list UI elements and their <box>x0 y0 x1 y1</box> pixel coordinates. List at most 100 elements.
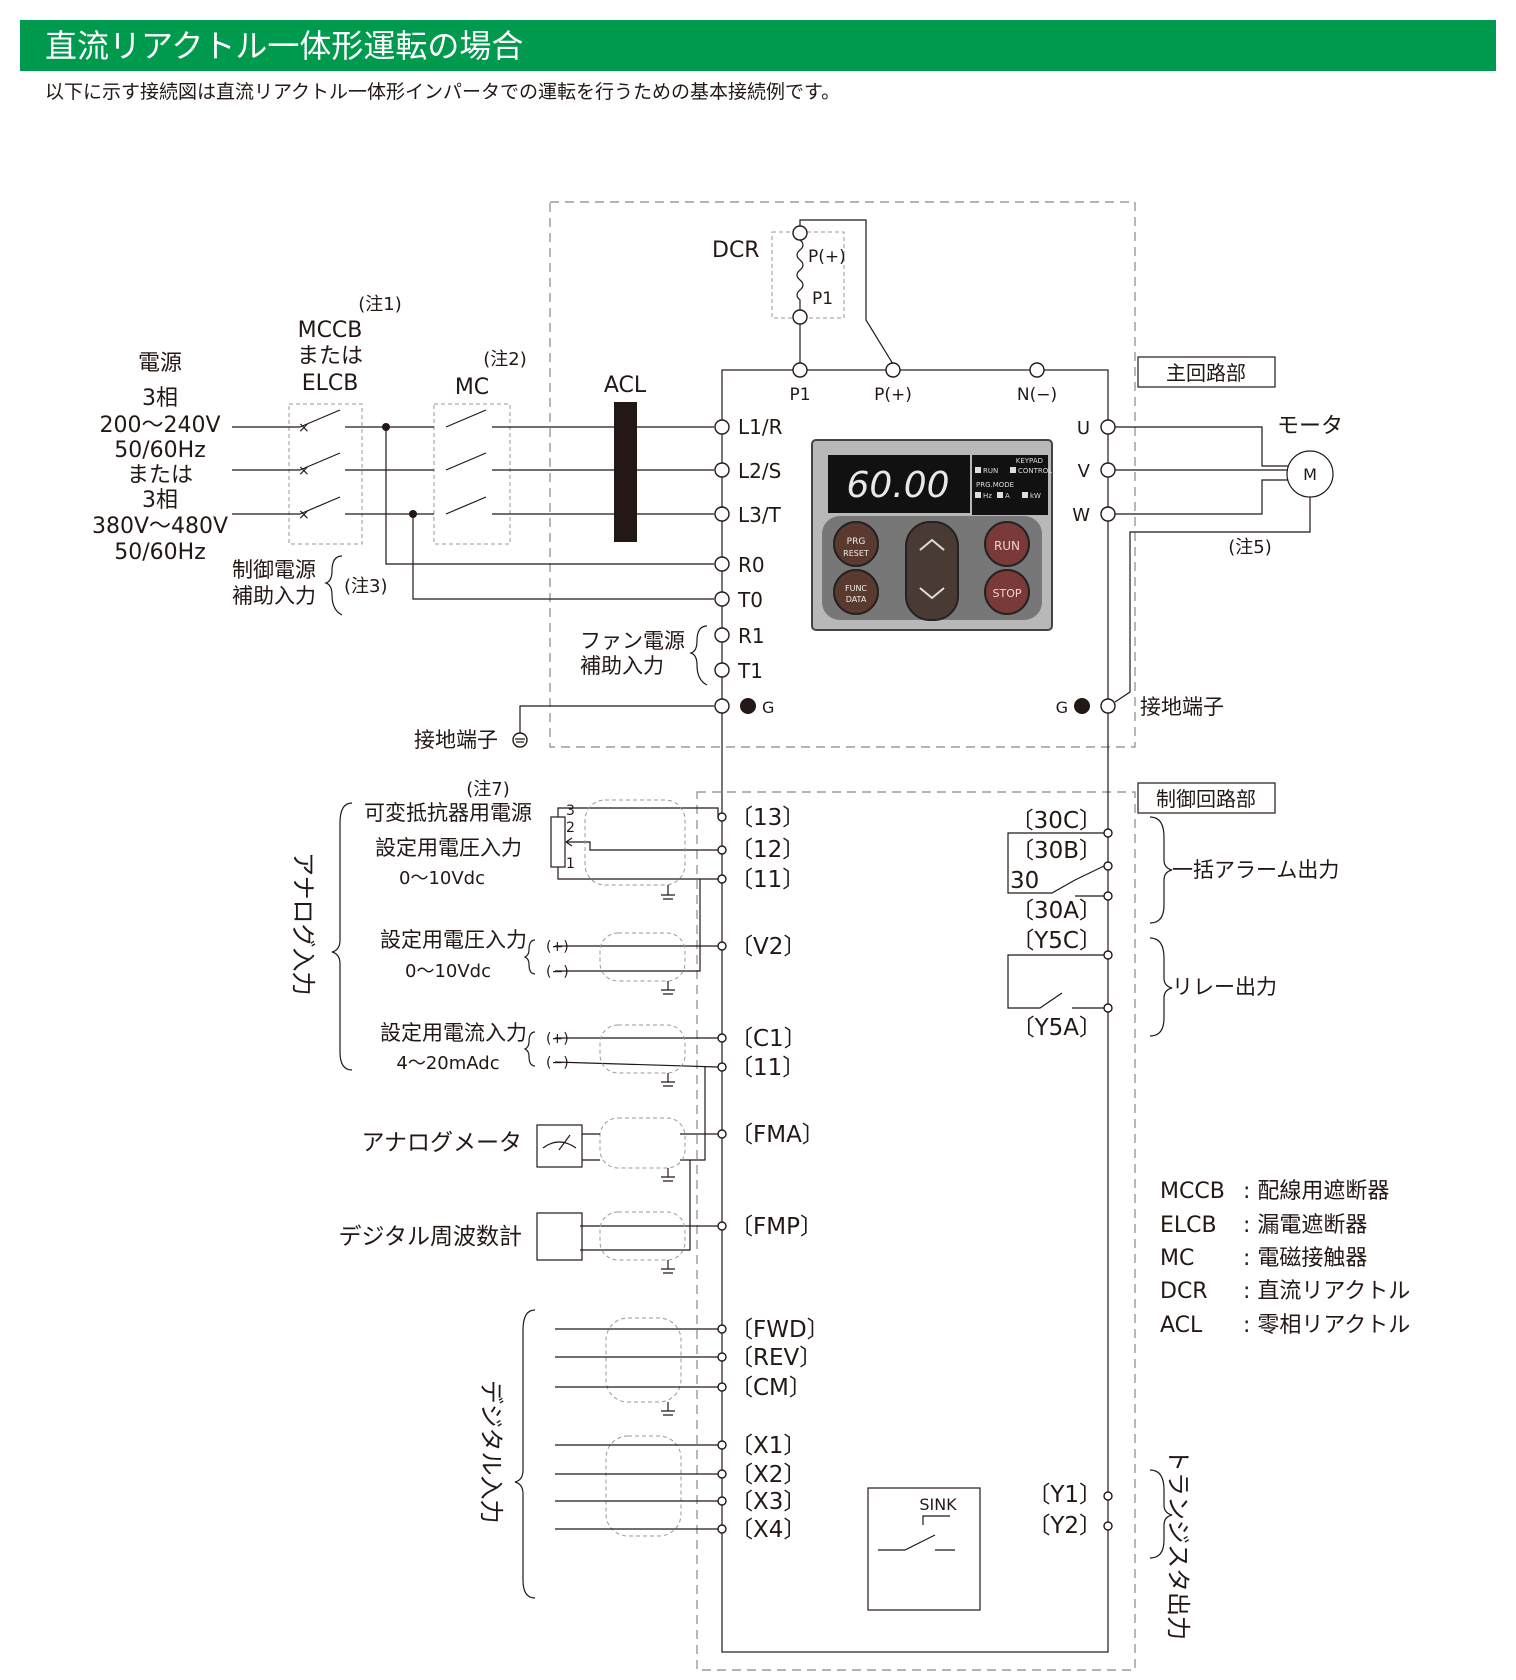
term-x2: 〔X2〕 <box>730 1462 806 1488</box>
aux-fan-line-2: 補助入力 <box>580 654 664 678</box>
digital-switches <box>555 1328 718 1530</box>
legend-desc-1: : 漏電遮断器 <box>1243 1213 1367 1238</box>
sink-label: SINK <box>919 1495 957 1514</box>
n-minus-label: N(−) <box>1017 385 1057 405</box>
down-arrow-icon[interactable] <box>919 587 945 600</box>
l1-label: L1/R <box>738 415 783 439</box>
shield-grounds <box>661 885 675 1416</box>
svg-text:×: × <box>298 463 310 479</box>
mccb-label-3: ELCB <box>302 371 359 396</box>
dcr-p1-label: P1 <box>812 289 833 309</box>
svg-text:2: 2 <box>566 820 575 836</box>
power-line-3: 50/60Hz <box>114 438 206 463</box>
svg-text:(+): (+) <box>546 939 569 955</box>
mc-label: MC <box>455 375 489 400</box>
legend-abbr-0: MCCB <box>1160 1179 1225 1204</box>
t1-label: T1 <box>737 659 763 683</box>
motor-note: (注5) <box>1228 537 1272 558</box>
analog-group-label: アナログ入力 <box>289 852 317 996</box>
n-minus-terminal <box>1029 362 1045 378</box>
term-fmp: 〔FMP〕 <box>730 1214 823 1240</box>
dcr-p-plus-label: P(+) <box>808 247 846 267</box>
term-12: 〔12〕 <box>730 837 805 863</box>
term-cm: 〔CM〕 <box>730 1375 812 1401</box>
control-section-box <box>1137 782 1276 814</box>
term-c1: 〔C1〕 <box>730 1026 807 1052</box>
motor-m: M <box>1303 465 1317 484</box>
r1-label: R1 <box>738 624 765 648</box>
ground-label-right: 接地端子 <box>1140 695 1224 719</box>
mccb-label-1: MCCB <box>298 318 363 343</box>
svg-text:Hz: Hz <box>983 492 992 500</box>
dcr-coil <box>796 239 804 318</box>
sink-switch-box <box>867 1487 981 1611</box>
dcr-terminal-p1 <box>792 309 808 325</box>
digital-group-label: デジタル入力 <box>477 1380 505 1524</box>
mc-note: (注2) <box>483 349 527 370</box>
acl-core <box>614 402 637 542</box>
aux-fan-line-1: ファン電源 <box>580 629 685 653</box>
main-section-box <box>1137 356 1276 388</box>
stop-button[interactable] <box>984 569 1030 615</box>
term-x3: 〔X3〕 <box>730 1489 806 1515</box>
power-line-2: 200〜240V <box>99 413 220 438</box>
pot-power-label: 可変抵抗器用電源 <box>364 801 532 825</box>
l3-label: L3/T <box>738 503 782 527</box>
potentiometer <box>550 816 566 868</box>
legend-desc-2: : 電磁接触器 <box>1243 1246 1367 1271</box>
keypad[interactable]: 60.00 KEYPAD RUN CONTROL PRG.MODE Hz A k… <box>811 439 1053 631</box>
svg-text:(+): (+) <box>546 1031 569 1047</box>
p-plus-terminal <box>885 362 901 378</box>
volt-range2-label: 0〜10Vdc <box>405 961 491 982</box>
power-source-labels: 電源 3相 200〜240V 50/60Hz または 3相 380V〜480V … <box>92 351 228 565</box>
legend-abbr-2: MC <box>1160 1246 1194 1271</box>
mccb-x-marks: ××× <box>298 420 310 523</box>
analog-meter <box>536 1124 583 1168</box>
dcr-terminal-p <box>792 225 808 241</box>
g-label-in: G <box>762 698 774 717</box>
r0-label: R0 <box>738 553 765 577</box>
aux-ctrl-note: (注3) <box>344 576 388 597</box>
u-label: U <box>1077 418 1090 439</box>
section-subtitle: 以下に示す接続図は直流リアクトル一体形インパータでの運転を行うための基本接続例で… <box>45 81 841 103</box>
section-header-bar: 直流リアクトル一体形運転の場合 <box>20 20 1496 71</box>
svg-text:FUNC: FUNC <box>845 584 867 593</box>
power-line-7: 50/60Hz <box>114 540 206 565</box>
analog-note: (注7) <box>466 779 510 800</box>
volt-range-label: 0〜10Vdc <box>399 868 485 889</box>
term-13: 〔13〕 <box>730 805 805 831</box>
func-data-button[interactable] <box>833 569 879 615</box>
digital-meter-label: デジタル周波数計 <box>338 1224 522 1250</box>
curr-in-label: 設定用電流入力 <box>380 1021 527 1045</box>
alarm-output-label: 一括アラーム出力 <box>1172 858 1339 882</box>
main-section-label: 主回路部 <box>1166 361 1246 385</box>
relay-output-label: リレー出力 <box>1172 975 1277 999</box>
legend-desc-3: : 直流リアクトル <box>1243 1279 1410 1304</box>
run-button[interactable] <box>984 521 1030 567</box>
term-30: 30 <box>1010 868 1039 894</box>
legend-abbr-3: DCR <box>1160 1279 1208 1304</box>
legend-abbr-4: ACL <box>1160 1313 1203 1338</box>
ground-symbol-in <box>740 698 756 714</box>
svg-text:RUN: RUN <box>983 467 998 475</box>
aux-ctrl-line-1: 制御電源 <box>232 558 316 582</box>
term-y1: 〔Y1〕 <box>1027 1482 1102 1508</box>
prg-reset-button[interactable] <box>833 521 879 567</box>
volt-in-label: 設定用電圧入力 <box>375 836 522 860</box>
power-line-4: または <box>127 463 193 488</box>
w-label: W <box>1072 505 1090 526</box>
legend: MCCB : 配線用遮断器 ELCB : 漏電遮断器 MC : 電磁接触器 DC… <box>1160 1179 1410 1338</box>
term-fwd: 〔FWD〕 <box>730 1317 830 1343</box>
svg-text:3: 3 <box>566 803 575 819</box>
power-line-6: 380V〜480V <box>92 514 228 539</box>
svg-text:A: A <box>1005 492 1010 500</box>
term-11b: 〔11〕 <box>730 1055 805 1081</box>
legend-abbr-1: ELCB <box>1160 1213 1217 1238</box>
curr-range-label: 4〜20mAdc <box>396 1053 499 1074</box>
t0-label: T0 <box>737 588 763 612</box>
up-arrow-icon[interactable] <box>919 538 945 551</box>
p1-terminal <box>792 362 808 378</box>
acl-label: ACL <box>604 373 647 398</box>
section-title: 直流リアクトル一体形運転の場合 <box>45 27 524 65</box>
